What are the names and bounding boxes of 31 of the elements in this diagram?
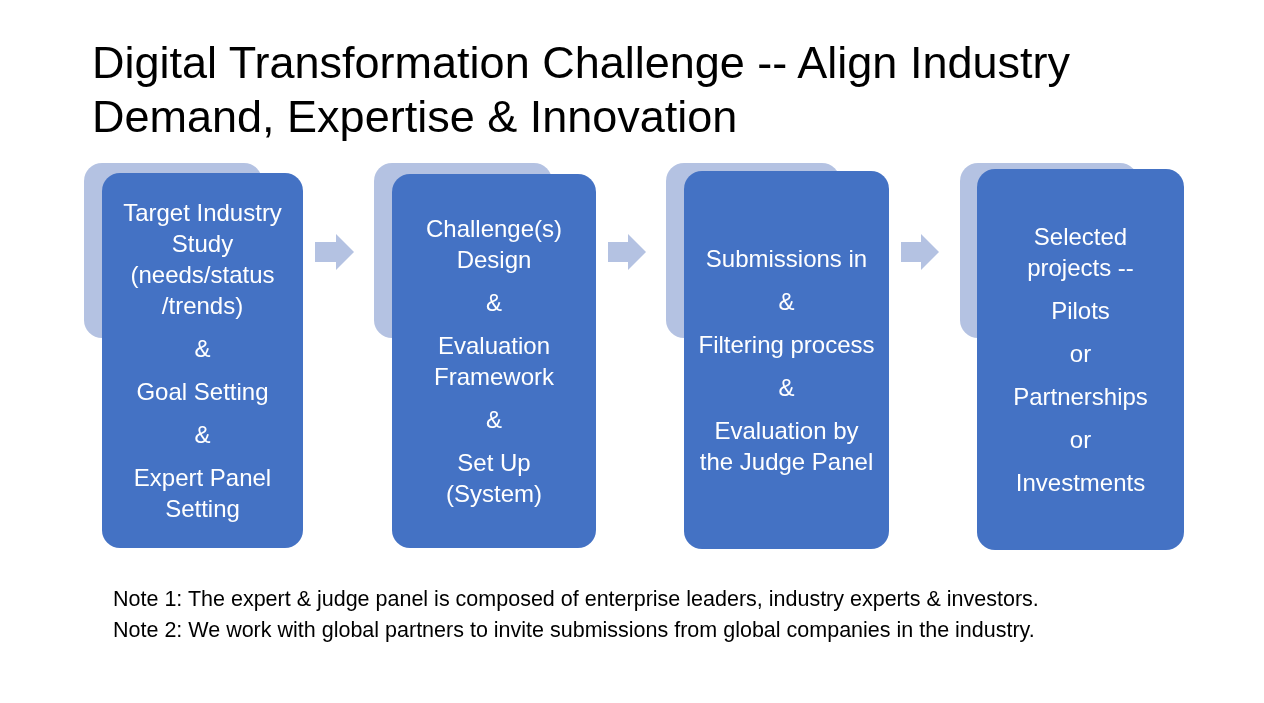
box-text: Evaluation by the Judge Panel: [698, 416, 875, 477]
process-box: [102, 173, 303, 548]
block-arrow: [315, 234, 354, 270]
box-text: &: [194, 334, 211, 364]
process-box: [392, 174, 596, 548]
box-text: Set Up (System): [445, 448, 543, 509]
title: Digital Transformation Challenge -- Align Industry Demand, Expertise & Innovation: [92, 36, 1071, 144]
box-text: &: [486, 405, 502, 435]
note-text: Note 2: We work with global partners to invite submissions from global companies in the industry.: [113, 617, 1035, 644]
box-text: &: [194, 420, 211, 450]
block-arrow: [608, 234, 646, 270]
process-box: [684, 171, 889, 549]
box-text: &: [778, 287, 795, 317]
box-text: Goal Setting: [136, 377, 269, 407]
box-text: or: [1069, 339, 1092, 369]
box-text: Partnerships: [1013, 382, 1148, 412]
box-text: or: [1069, 425, 1092, 455]
box-text: &: [778, 373, 795, 403]
note-text: Note 1: The expert & judge panel is composed of enterprise leaders, industry experts & investors.: [113, 586, 1039, 613]
box-text: Submissions in: [705, 244, 868, 274]
box-text: Expert Panel Setting: [132, 463, 273, 524]
box-text: Challenge(s) Design: [424, 214, 564, 275]
block-arrow: [901, 234, 939, 270]
box-text: Evaluation Framework: [433, 331, 555, 392]
box-text: Pilots: [1051, 296, 1110, 326]
box-text: Target Industry Study (needs/status /trends): [122, 198, 283, 321]
box-text: Selected projects --: [1026, 222, 1135, 283]
process-box: [977, 169, 1184, 550]
box-text: &: [486, 288, 502, 318]
box-text: Filtering process: [698, 330, 875, 360]
box-text: Investments: [1015, 468, 1146, 498]
